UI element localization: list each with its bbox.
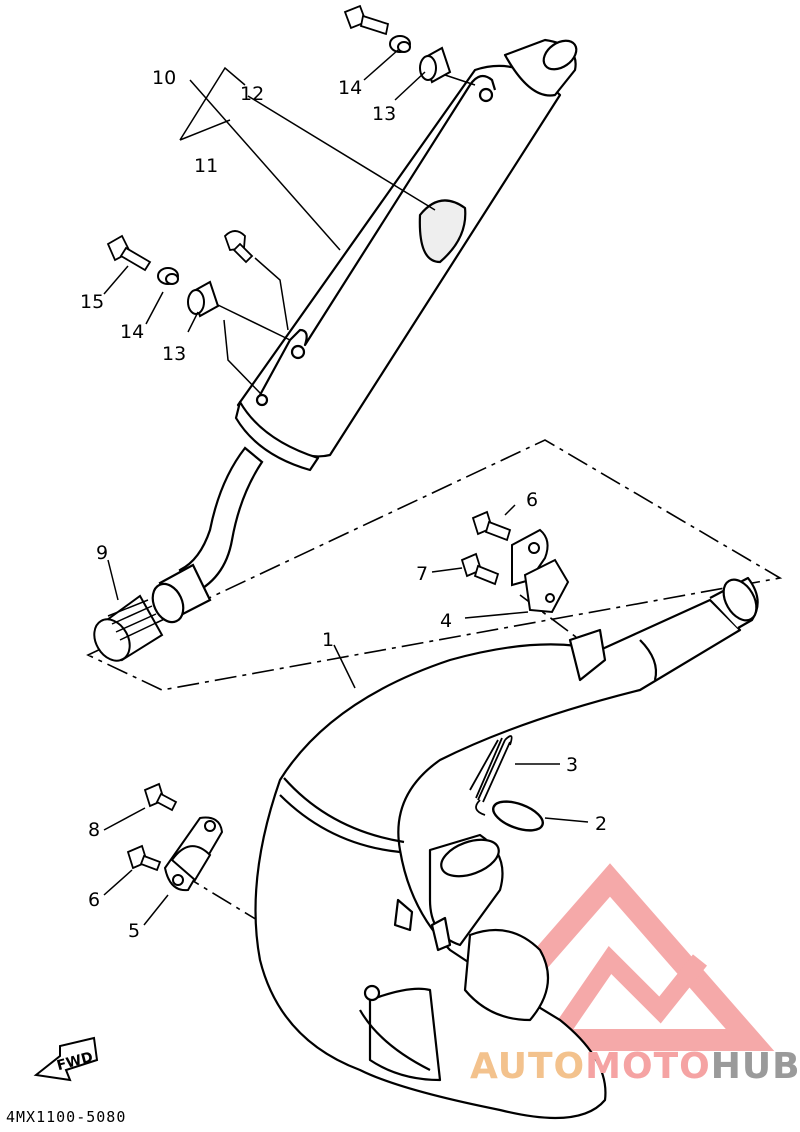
callout-4: 4 xyxy=(440,610,452,632)
gasket-9 xyxy=(93,594,164,662)
leader-lines xyxy=(103,49,589,926)
silencer xyxy=(234,38,578,472)
callout-1: 1 xyxy=(322,629,334,651)
bracket-5 xyxy=(163,816,224,892)
grommets xyxy=(157,35,452,318)
callout-6b: 6 xyxy=(88,889,100,911)
callout-13a: 13 xyxy=(372,103,396,125)
fwd-arrow-icon: FWD xyxy=(33,1036,99,1082)
callout-10: 10 xyxy=(152,67,176,89)
callout-14b: 14 xyxy=(120,321,144,343)
callout-5: 5 xyxy=(128,920,140,942)
watermark-auto: AUTO xyxy=(470,1046,586,1087)
callout-13b: 13 xyxy=(162,343,186,365)
part-number: 4MX1100-5080 xyxy=(6,1108,127,1126)
callout-9: 9 xyxy=(96,542,108,564)
callout-2: 2 xyxy=(595,813,607,835)
spring-3 xyxy=(469,735,513,816)
callout-8: 8 xyxy=(88,819,100,841)
callout-12: 12 xyxy=(240,83,264,105)
callout-6a: 6 xyxy=(526,489,538,511)
silencer-pipe xyxy=(151,446,264,624)
watermark-moto: MOTO xyxy=(585,1046,711,1087)
callout-3: 3 xyxy=(566,754,578,776)
watermark-text: AUTOMOTOHUB xyxy=(470,1046,800,1087)
o-ring-2 xyxy=(492,800,544,832)
callout-11: 11 xyxy=(194,155,218,177)
callout-7: 7 xyxy=(416,563,428,585)
callout-15: 15 xyxy=(80,291,104,313)
exhaust-pipe xyxy=(254,576,759,1120)
bolts xyxy=(106,4,512,872)
callouts: 1 2 3 4 5 6 6 7 8 9 10 11 12 13 13 14 14… xyxy=(80,67,607,942)
callout-14a: 14 xyxy=(338,77,362,99)
watermark-hub: HUB xyxy=(710,1046,800,1087)
bracket-4 xyxy=(511,528,570,614)
